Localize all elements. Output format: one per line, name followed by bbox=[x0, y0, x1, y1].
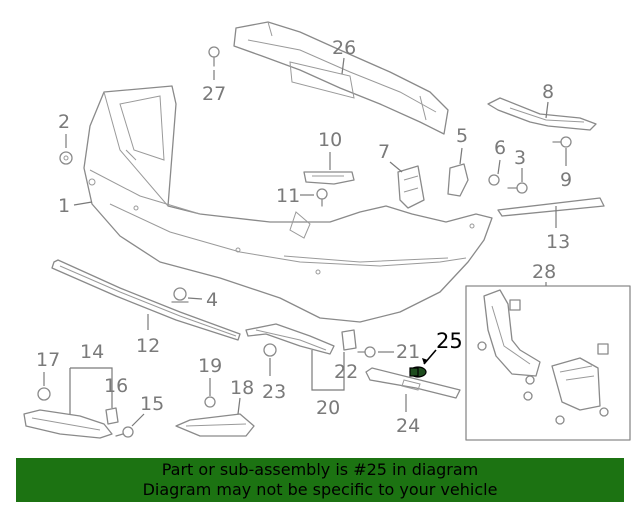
part-22-bracket bbox=[341, 329, 357, 351]
callout-26: 26 bbox=[332, 37, 356, 59]
disclaimer-banner: Part or sub-assembly is #25 in diagram D… bbox=[16, 458, 624, 502]
callout-23: 23 bbox=[262, 381, 286, 403]
callout-3: 3 bbox=[514, 147, 526, 169]
part-18-reflector bbox=[175, 413, 255, 437]
part-11-bolt bbox=[316, 188, 328, 207]
part-19-clip bbox=[204, 396, 216, 408]
part-4-clip bbox=[171, 287, 189, 303]
part-7-side-bracket bbox=[397, 165, 425, 209]
part-17-clip bbox=[37, 387, 51, 401]
callout-14: 14 bbox=[80, 341, 104, 363]
part-25-highlighted-bolt bbox=[409, 366, 427, 378]
part-24-lower-strip bbox=[365, 367, 461, 399]
callout-2: 2 bbox=[58, 111, 70, 133]
callout-28: 28 bbox=[532, 261, 556, 283]
part-15-screw bbox=[115, 426, 134, 438]
callout-18: 18 bbox=[230, 377, 254, 399]
part-9-screw bbox=[552, 136, 572, 148]
callout-21: 21 bbox=[396, 341, 420, 363]
part-14-reflector-assembly bbox=[23, 409, 113, 439]
callout-27: 27 bbox=[202, 83, 226, 105]
part-16-bracket bbox=[105, 407, 119, 425]
banner-line-1: Part or sub-assembly is #25 in diagram bbox=[161, 460, 479, 479]
part-13-molding bbox=[497, 197, 605, 217]
banner-line-2: Diagram may not be specific to your vehi… bbox=[142, 480, 498, 499]
callout-4: 4 bbox=[206, 289, 218, 311]
callout-24: 24 bbox=[396, 415, 420, 437]
part-23-clip bbox=[263, 343, 277, 357]
callout-22: 22 bbox=[334, 361, 358, 383]
callout-1: 1 bbox=[58, 195, 70, 217]
callout-10: 10 bbox=[318, 129, 342, 151]
callout-20: 20 bbox=[316, 397, 340, 419]
callout-15: 15 bbox=[140, 393, 164, 415]
part-3-screw bbox=[507, 182, 528, 194]
callout-16: 16 bbox=[104, 375, 128, 397]
callout-6: 6 bbox=[494, 137, 506, 159]
part-1-bumper-cover bbox=[83, 85, 493, 323]
part-21-clip bbox=[357, 346, 376, 358]
callout-25-highlighted: 25 bbox=[436, 329, 463, 353]
callout-19: 19 bbox=[198, 355, 222, 377]
part-2-grommet bbox=[59, 151, 73, 165]
part-20-bracket-assembly bbox=[245, 323, 335, 355]
callout-8: 8 bbox=[542, 81, 554, 103]
part-5-bracket bbox=[447, 163, 469, 197]
callout-5: 5 bbox=[456, 125, 468, 147]
part-10-bracket bbox=[303, 171, 355, 185]
part-26-reinforcement-beam bbox=[233, 21, 449, 135]
callout-11: 11 bbox=[276, 185, 300, 207]
part-6-clip bbox=[488, 174, 500, 186]
part-12-lower-strip bbox=[51, 259, 241, 341]
part-28-mud-guard-kit bbox=[465, 285, 631, 441]
parts-diagram: 26 27 1 2 10 11 bbox=[23, 21, 631, 441]
part-8-spacer bbox=[487, 97, 597, 131]
callout-7: 7 bbox=[378, 141, 390, 163]
callout-9: 9 bbox=[560, 169, 572, 191]
part-27-clip bbox=[208, 46, 220, 67]
callout-12: 12 bbox=[136, 335, 160, 357]
callout-13: 13 bbox=[546, 231, 570, 253]
callout-17: 17 bbox=[36, 349, 60, 371]
